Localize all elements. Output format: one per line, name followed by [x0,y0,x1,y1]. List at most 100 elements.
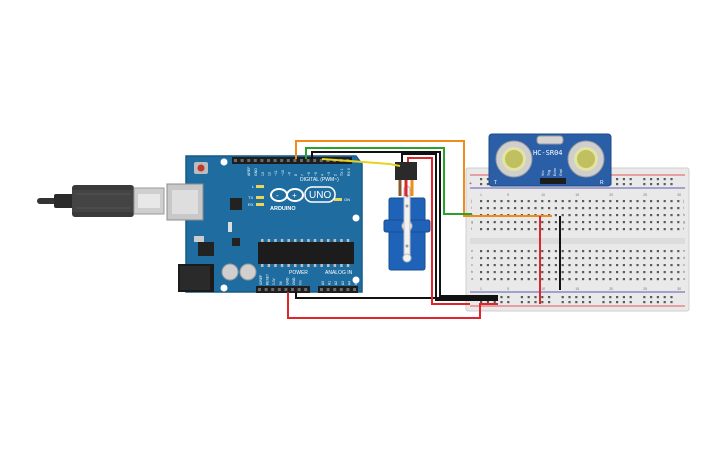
breadboard-hole[interactable] [588,207,591,210]
header-hole[interactable] [277,288,281,291]
breadboard-hole[interactable] [548,200,551,203]
breadboard-hole[interactable] [636,221,639,224]
breadboard-hole[interactable] [480,257,483,260]
wire-red[interactable] [407,157,470,305]
breadboard-hole[interactable] [609,200,612,203]
breadboard-hole[interactable] [656,183,659,186]
breadboard-hole[interactable] [595,207,598,210]
breadboard-hole[interactable] [486,257,489,260]
breadboard-hole[interactable] [670,264,673,267]
breadboard-hole[interactable] [520,250,523,253]
breadboard-hole[interactable] [629,214,632,217]
breadboard-hole[interactable] [500,271,503,274]
breadboard-hole[interactable] [670,250,673,253]
breadboard-hole[interactable] [588,301,591,304]
wire-red[interactable] [287,292,498,319]
usb-cable[interactable] [37,185,165,217]
breadboard-hole[interactable] [636,278,639,281]
breadboard-hole[interactable] [575,264,578,267]
breadboard-hole[interactable] [534,296,537,299]
breadboard-hole[interactable] [561,278,564,281]
breadboard-hole[interactable] [670,271,673,274]
breadboard-hole[interactable] [643,250,646,253]
breadboard-hole[interactable] [677,200,680,203]
breadboard-hole[interactable] [588,264,591,267]
breadboard-hole[interactable] [582,278,585,281]
breadboard-hole[interactable] [595,228,598,231]
breadboard-hole[interactable] [582,264,585,267]
breadboard-hole[interactable] [561,214,564,217]
breadboard-hole[interactable] [643,301,646,304]
breadboard-hole[interactable] [548,257,551,260]
arduino-uno-board[interactable]: - + UNO ARDUINO DIGITAL (PWM~) POWER ANA… [166,155,363,293]
breadboard-hole[interactable] [493,200,496,203]
breadboard-hole[interactable] [656,214,659,217]
breadboard-hole[interactable] [616,221,619,224]
power-header[interactable] [256,286,310,293]
breadboard-hole[interactable] [480,278,483,281]
breadboard-hole[interactable] [568,296,571,299]
breadboard-hole[interactable] [616,250,619,253]
breadboard-hole[interactable] [493,207,496,210]
header-hole[interactable] [339,288,343,291]
header-hole[interactable] [291,288,294,291]
breadboard-hole[interactable] [622,221,625,224]
breadboard-hole[interactable] [650,221,653,224]
breadboard-hole[interactable] [480,178,483,181]
breadboard-hole[interactable] [650,264,653,267]
breadboard-hole[interactable] [622,264,625,267]
breadboard-hole[interactable] [602,271,605,274]
wire-yellow[interactable] [321,158,401,167]
breadboard-hole[interactable] [616,278,619,281]
breadboard-hole[interactable] [622,250,625,253]
breadboard-hole[interactable] [677,221,680,224]
breadboard-hole[interactable] [602,200,605,203]
header-hole[interactable] [326,288,330,291]
breadboard-hole[interactable] [650,228,653,231]
breadboard-hole[interactable] [609,221,612,224]
breadboard-hole[interactable] [663,264,666,267]
breadboard-hole[interactable] [500,264,503,267]
breadboard-hole[interactable] [602,214,605,217]
breadboard-hole[interactable] [507,200,510,203]
breadboard-hole[interactable] [507,207,510,210]
breadboard-hole[interactable] [500,296,503,299]
breadboard-hole[interactable] [486,301,489,304]
breadboard-hole[interactable] [643,228,646,231]
breadboard-hole[interactable] [602,296,605,299]
breadboard-hole[interactable] [663,228,666,231]
breadboard-hole[interactable] [534,264,537,267]
breadboard-hole[interactable] [548,221,551,224]
breadboard-hole[interactable] [643,178,646,181]
breadboard-hole[interactable] [541,207,544,210]
breadboard-hole[interactable] [595,200,598,203]
breadboard-hole[interactable] [575,214,578,217]
breadboard-hole[interactable] [622,214,625,217]
breadboard-hole[interactable] [588,200,591,203]
header-hole[interactable] [253,159,257,162]
breadboard-hole[interactable] [650,301,653,304]
digital-header[interactable] [232,157,352,164]
breadboard-hole[interactable] [629,264,632,267]
header-hole[interactable] [306,159,310,162]
breadboard-hole[interactable] [507,301,510,304]
breadboard-hole[interactable] [500,228,503,231]
breadboard-hole[interactable] [582,221,585,224]
breadboard-hole[interactable] [527,271,530,274]
breadboard-hole[interactable] [670,301,673,304]
breadboard-hole[interactable] [663,178,666,181]
breadboard-hole[interactable] [595,271,598,274]
breadboard-hole[interactable] [622,257,625,260]
breadboard-hole[interactable] [602,264,605,267]
breadboard-hole[interactable] [643,296,646,299]
breadboard-hole[interactable] [663,296,666,299]
breadboard-hole[interactable] [650,278,653,281]
header-hole[interactable] [247,159,251,162]
breadboard-hole[interactable] [650,200,653,203]
breadboard-hole[interactable] [500,200,503,203]
breadboard-hole[interactable] [568,264,571,267]
breadboard-hole[interactable] [520,264,523,267]
breadboard-hole[interactable] [602,228,605,231]
breadboard-hole[interactable] [629,183,632,186]
header-hole[interactable] [300,159,303,162]
